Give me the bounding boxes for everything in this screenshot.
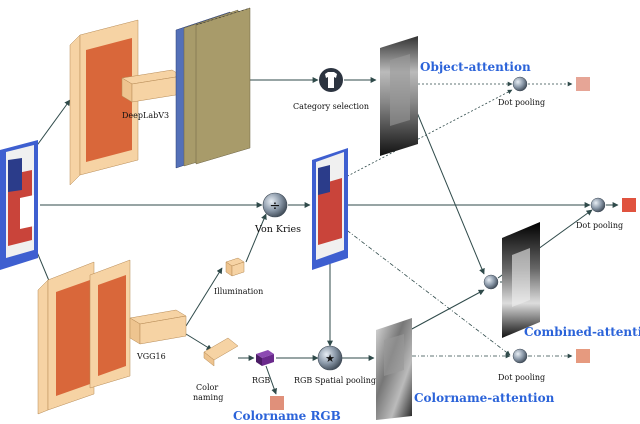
normalized-image: [312, 148, 348, 270]
color-naming-block: [203, 337, 239, 367]
edge-image-dot-bottom: [339, 224, 511, 356]
edge-colattn-combined: [409, 289, 485, 331]
color-naming-label-line2: naming: [193, 393, 223, 402]
output-combined-square: [622, 198, 636, 212]
vgg-label: VGG16: [136, 352, 166, 361]
edge-image-dot-top: [339, 89, 513, 181]
colorname-attention-map: [376, 318, 412, 420]
output-object-square: [576, 77, 590, 91]
dot-pooling-label-top: Dot pooling: [498, 98, 545, 107]
deeplab-layers: [69, 7, 251, 186]
category-selection-node: [319, 68, 343, 92]
von-kries-node: ÷: [262, 192, 288, 218]
output-colorname-square: [576, 349, 590, 363]
illumination-block: [225, 257, 245, 277]
dot-pooling-node-bottom: [512, 348, 528, 364]
dot-pooling-node-mid: [590, 197, 606, 213]
star-operator: ★: [325, 352, 335, 365]
object-attention-label: Object-attention: [420, 60, 531, 74]
dot-pooling-node-top: [512, 76, 528, 92]
edge-vgg-colornaming: [185, 333, 213, 351]
category-selection-label: Category selection: [293, 102, 369, 111]
color-naming-label-line1: Color: [196, 383, 218, 392]
edges: [29, 77, 619, 395]
edge-vgg-illum: [185, 267, 223, 327]
edge-rgb-colornamergb: [265, 365, 278, 395]
input-image: [0, 140, 38, 270]
edge-illum-vonkries: [245, 213, 267, 263]
illumination-label: Illumination: [214, 287, 263, 296]
vgg-layers: [37, 259, 187, 415]
colorname-rgb-square: [270, 396, 284, 410]
edge-objattn-combined: [415, 109, 485, 275]
combine-node: [483, 274, 499, 290]
colorname-attention-label: Colorname-attention: [414, 391, 555, 405]
divide-operator: ÷: [270, 199, 281, 214]
combined-attention-label: Combined-attention: [524, 325, 640, 339]
object-attention-map: [380, 36, 418, 156]
rgb-cube: [256, 350, 274, 366]
rgb-spatial-pooling-node: ★: [317, 345, 343, 371]
rgb-small-label: RGB: [252, 376, 270, 385]
rgb-spatial-pooling-label: RGB Spatial pooling: [294, 376, 376, 385]
dot-pooling-label-mid: Dot pooling: [576, 221, 623, 230]
combined-attention-map: [502, 222, 540, 338]
deeplab-label: DeepLabV3: [122, 111, 169, 120]
von-kries-label: Von Kries: [254, 224, 301, 235]
dot-pooling-label-bottom: Dot pooling: [498, 373, 545, 382]
colorname-rgb-label: Colorname RGB: [233, 409, 341, 423]
